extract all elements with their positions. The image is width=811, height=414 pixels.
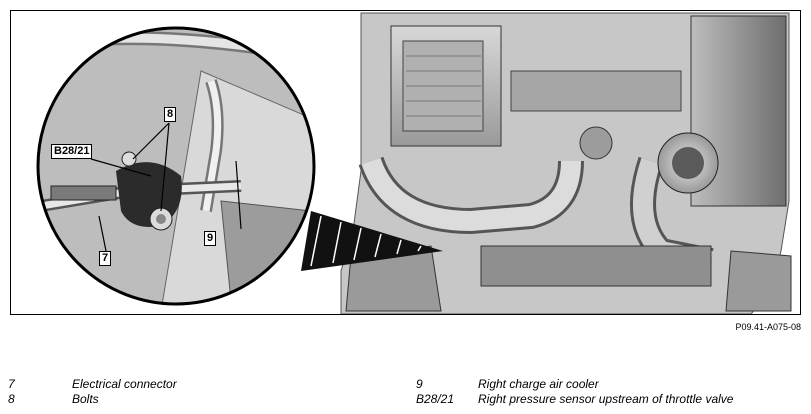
legend-num: 9 bbox=[416, 377, 423, 391]
legend-text: Bolts bbox=[72, 392, 99, 406]
legend-num: 8 bbox=[8, 392, 15, 406]
callout-7: 7 bbox=[99, 251, 112, 266]
figure-reference: P09.41-A075-08 bbox=[735, 322, 801, 332]
legend-item: 8 bbox=[8, 392, 15, 406]
legend-item: B28/21 bbox=[416, 392, 454, 406]
engine-drawing bbox=[36, 12, 792, 314]
legend-text: Electrical connector bbox=[72, 377, 177, 391]
callout-9: 9 bbox=[204, 231, 217, 246]
engine-illustration: 8 B28/21 9 7 bbox=[10, 10, 801, 315]
legend-text: Right pressure sensor upstream of thrott… bbox=[478, 392, 734, 406]
legend-num: B28/21 bbox=[416, 392, 455, 406]
callout-b28-21: B28/21 bbox=[51, 144, 93, 159]
legend-item: 7 bbox=[8, 377, 15, 391]
zoom-wedge bbox=[301, 211, 443, 271]
legend-text: Right charge air cooler bbox=[478, 377, 599, 391]
detail-magnifier bbox=[36, 26, 316, 306]
engine-overview bbox=[340, 12, 792, 314]
legend-num: 7 bbox=[8, 377, 15, 391]
legend-item: 9 bbox=[416, 377, 423, 391]
callout-8: 8 bbox=[164, 107, 177, 122]
